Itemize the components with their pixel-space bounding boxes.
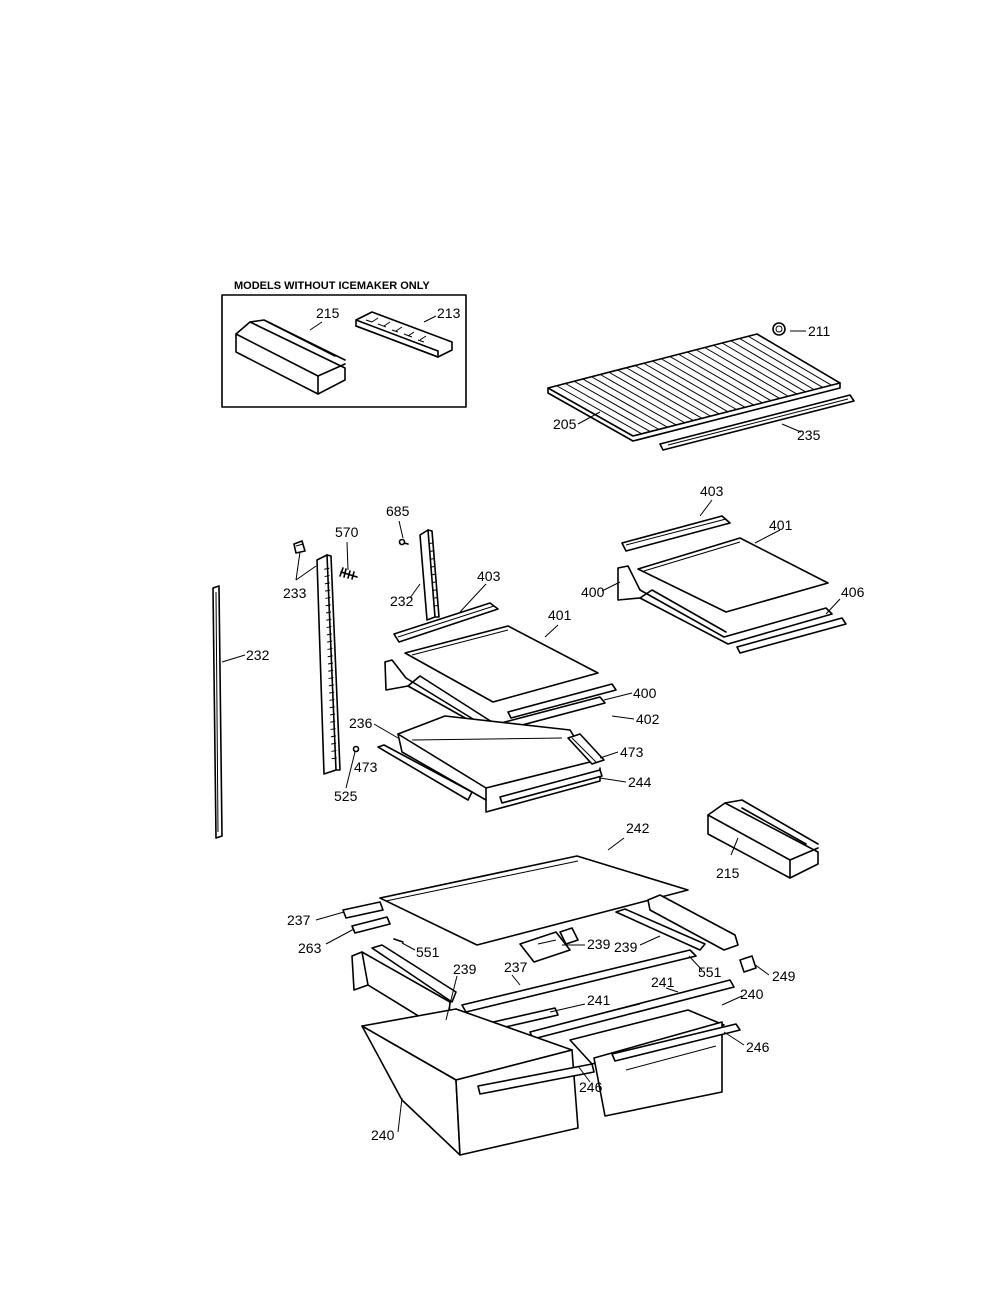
ice-bin-drawing: [235, 319, 346, 395]
callout-401-center: 401: [548, 607, 572, 623]
callout-402: 402: [636, 711, 660, 727]
callout-239-left: 239: [453, 961, 477, 977]
inset-caption: MODELS WITHOUT ICEMAKER ONLY: [234, 280, 430, 292]
callout-525: 525: [334, 788, 358, 804]
callout-244: 244: [628, 774, 652, 790]
callout-403-center: 403: [477, 568, 501, 584]
callout-205: 205: [553, 416, 577, 432]
center-shelf-drawing: [377, 602, 617, 813]
rails-left-drawing: [212, 529, 440, 839]
callout-labels: 215 213 211 205 235 685 570 233 232 232 …: [246, 305, 865, 1143]
callout-211: 211: [808, 323, 831, 339]
callout-215-inset: 215: [316, 305, 340, 321]
callout-406: 406: [841, 584, 865, 600]
callout-246-right: 246: [746, 1039, 770, 1055]
callout-237-center: 237: [504, 959, 528, 975]
callout-213: 213: [437, 305, 461, 321]
inset-box: MODELS WITHOUT ICEMAKER ONLY: [221, 280, 467, 408]
callout-239-right: 239: [614, 939, 638, 955]
callout-400-center: 400: [633, 685, 657, 701]
callout-473-right: 473: [620, 744, 644, 760]
callout-235: 235: [797, 427, 821, 443]
callout-249: 249: [772, 968, 796, 984]
callout-685: 685: [386, 503, 410, 519]
callout-570: 570: [335, 524, 359, 540]
right-shelf-drawing: [617, 515, 847, 654]
lower-assembly-drawing: [342, 855, 757, 1156]
callout-242: 242: [626, 820, 650, 836]
wire-shelf-drawing: [547, 322, 855, 451]
callout-263: 263: [298, 940, 322, 956]
callout-551-left: 551: [416, 944, 440, 960]
callout-551-right: 551: [698, 964, 722, 980]
callout-246-left: 246: [579, 1079, 603, 1095]
callout-400-right: 400: [581, 584, 605, 600]
callout-215: 215: [716, 865, 740, 881]
callout-473-left: 473: [354, 759, 378, 775]
callout-240-right: 240: [740, 986, 764, 1002]
callout-239-mid: 239: [587, 936, 611, 952]
callout-401-right: 401: [769, 517, 793, 533]
ice-tray-drawing: [355, 311, 453, 358]
leader-lines: [221, 315, 841, 1133]
callout-233: 233: [283, 585, 307, 601]
callout-232-upper: 232: [390, 593, 414, 609]
callout-403-right: 403: [700, 483, 724, 499]
callout-232-left: 232: [246, 647, 270, 663]
callout-236: 236: [349, 715, 373, 731]
callout-240-left: 240: [371, 1127, 395, 1143]
callout-241-right: 241: [651, 974, 675, 990]
callout-237-left: 237: [287, 912, 311, 928]
door-bin-drawing: [707, 799, 819, 879]
callout-241-left: 241: [587, 992, 611, 1008]
